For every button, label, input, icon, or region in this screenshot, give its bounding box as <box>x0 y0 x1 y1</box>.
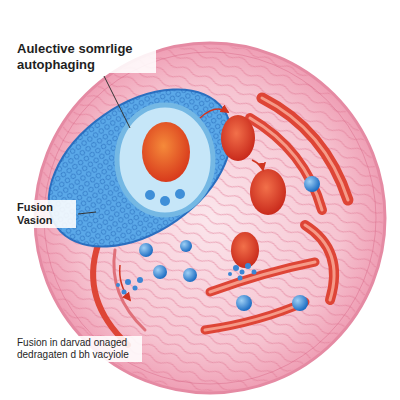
leader-line <box>78 212 96 214</box>
label-text: Fusion Vasion <box>14 200 76 228</box>
leader-line <box>104 76 130 128</box>
label-text: Fusion in darvad onaged dedragaten d bh … <box>14 336 142 362</box>
label-text: Aulective somrlige autophaging <box>14 40 156 73</box>
